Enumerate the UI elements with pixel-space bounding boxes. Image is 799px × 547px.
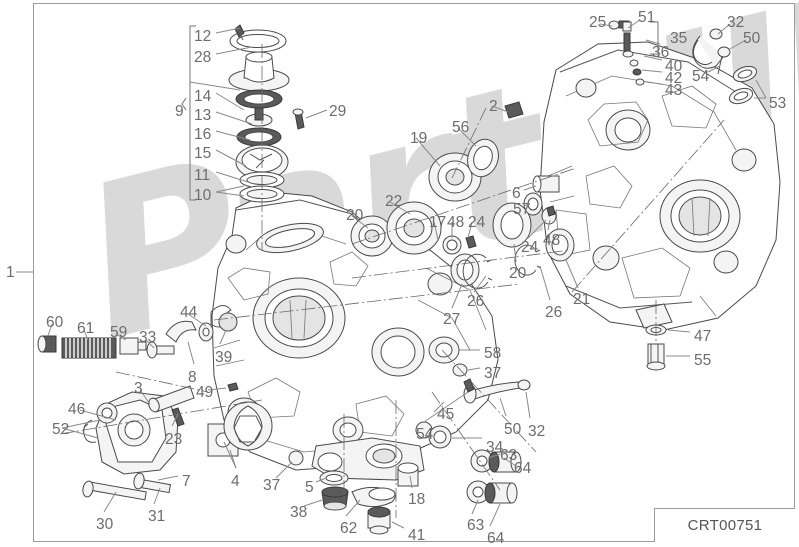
callout-number-10: 10 [194, 187, 212, 204]
callout-number-46: 46 [68, 401, 86, 418]
callout-number-43: 43 [665, 82, 683, 99]
callout-number-56: 56 [452, 119, 470, 136]
callout-number-22: 22 [385, 193, 403, 210]
callout-number-63: 63 [500, 447, 518, 464]
spring [61, 337, 117, 359]
callout-number-28: 28 [194, 49, 212, 66]
callout-number-42: 42 [665, 70, 683, 87]
callout-number-45: 45 [437, 406, 455, 423]
callout-number-32: 32 [528, 423, 546, 440]
callout-number-37: 37 [484, 365, 502, 382]
callout-number-4: 4 [231, 473, 240, 490]
callout-number-31: 31 [148, 508, 166, 525]
callout-number-47: 47 [694, 328, 712, 345]
callout-number-5: 5 [305, 479, 314, 496]
callout-number-30: 30 [96, 516, 114, 533]
callout-number-9: 9 [175, 103, 184, 120]
callout-number-50: 50 [504, 421, 522, 438]
right-bottom-parts [415, 336, 531, 504]
callout-number-39: 39 [215, 349, 233, 366]
callout-number-60: 60 [46, 314, 64, 331]
callout-number-25: 25 [589, 14, 607, 31]
callout-number-57: 57 [513, 201, 531, 218]
callout-number-55: 55 [694, 352, 712, 369]
left-crankcase-half [211, 191, 499, 481]
callout-number-40: 40 [665, 58, 683, 75]
callout-number-29: 29 [329, 103, 347, 120]
callout-number-50: 50 [743, 30, 761, 47]
callout-number-20: 20 [346, 207, 364, 224]
callout-number-26: 26 [545, 304, 563, 321]
callout-number-11: 11 [194, 167, 211, 184]
callout-number-51: 51 [638, 9, 656, 26]
callout-number-52: 52 [52, 421, 70, 438]
callout-number-49: 49 [196, 384, 214, 401]
callout-number-26: 26 [467, 293, 485, 310]
part-number-text: CRT00751 [687, 517, 763, 534]
callout-number-37: 37 [263, 477, 281, 494]
callout-number-13: 13 [194, 107, 212, 124]
callout-number-15: 15 [194, 145, 212, 162]
oil-pump-assembly [37, 305, 273, 501]
callout-number-35: 35 [670, 30, 688, 47]
callout-number-24: 24 [521, 239, 539, 256]
bottom-centre-parts [288, 450, 419, 535]
callout-number-54: 54 [416, 426, 434, 443]
callout-number-18: 18 [408, 491, 426, 508]
callout-number-44: 44 [180, 304, 198, 321]
callout-number-14: 14 [194, 88, 212, 105]
callout-number-2: 2 [489, 98, 498, 115]
callout-number-3: 3 [134, 380, 143, 397]
right-crankcase-half [539, 41, 781, 331]
callout-number-64: 64 [514, 460, 532, 477]
callout-number-33: 33 [139, 329, 157, 346]
callout-number-8: 8 [188, 369, 197, 386]
callout-number-23: 23 [165, 431, 183, 448]
callout-number-53: 53 [769, 95, 787, 112]
callout-number-12: 12 [194, 28, 212, 45]
callout-number-21: 21 [573, 291, 591, 308]
callout-number-27: 27 [443, 311, 461, 328]
callout-number-48: 48 [447, 214, 465, 231]
bearing-row [350, 101, 575, 289]
drawing-frame [33, 3, 795, 542]
callout-number-59: 59 [110, 324, 128, 341]
callout-number-34: 34 [486, 439, 504, 456]
callout-number-32: 32 [727, 14, 745, 31]
callout-number-1: 1 [6, 264, 15, 281]
callout-number-63: 63 [467, 517, 485, 534]
callout-number-6: 6 [512, 185, 521, 202]
callout-number-48: 48 [543, 232, 561, 249]
thermostat-assembly [228, 24, 305, 203]
callout-number-62: 62 [340, 520, 358, 537]
callout-number-61: 61 [77, 320, 95, 337]
callout-number-58: 58 [484, 345, 502, 362]
callout-number-16: 16 [194, 126, 212, 143]
callout-number-24: 24 [468, 214, 486, 231]
callout-number-20: 20 [509, 265, 527, 282]
callout-number-7: 7 [182, 473, 191, 490]
assembly-axes [59, 44, 725, 518]
part-number-plate: CRT00751 [654, 508, 795, 542]
top-right-small-parts [608, 20, 758, 105]
callout-number-41: 41 [408, 527, 426, 544]
callout-number-64: 64 [487, 530, 505, 547]
callout-number-36: 36 [652, 44, 670, 61]
callout-number-54: 54 [692, 68, 710, 85]
callout-number-19: 19 [410, 130, 428, 147]
callout-number-17: 17 [429, 214, 447, 231]
callout-number-38: 38 [290, 504, 308, 521]
